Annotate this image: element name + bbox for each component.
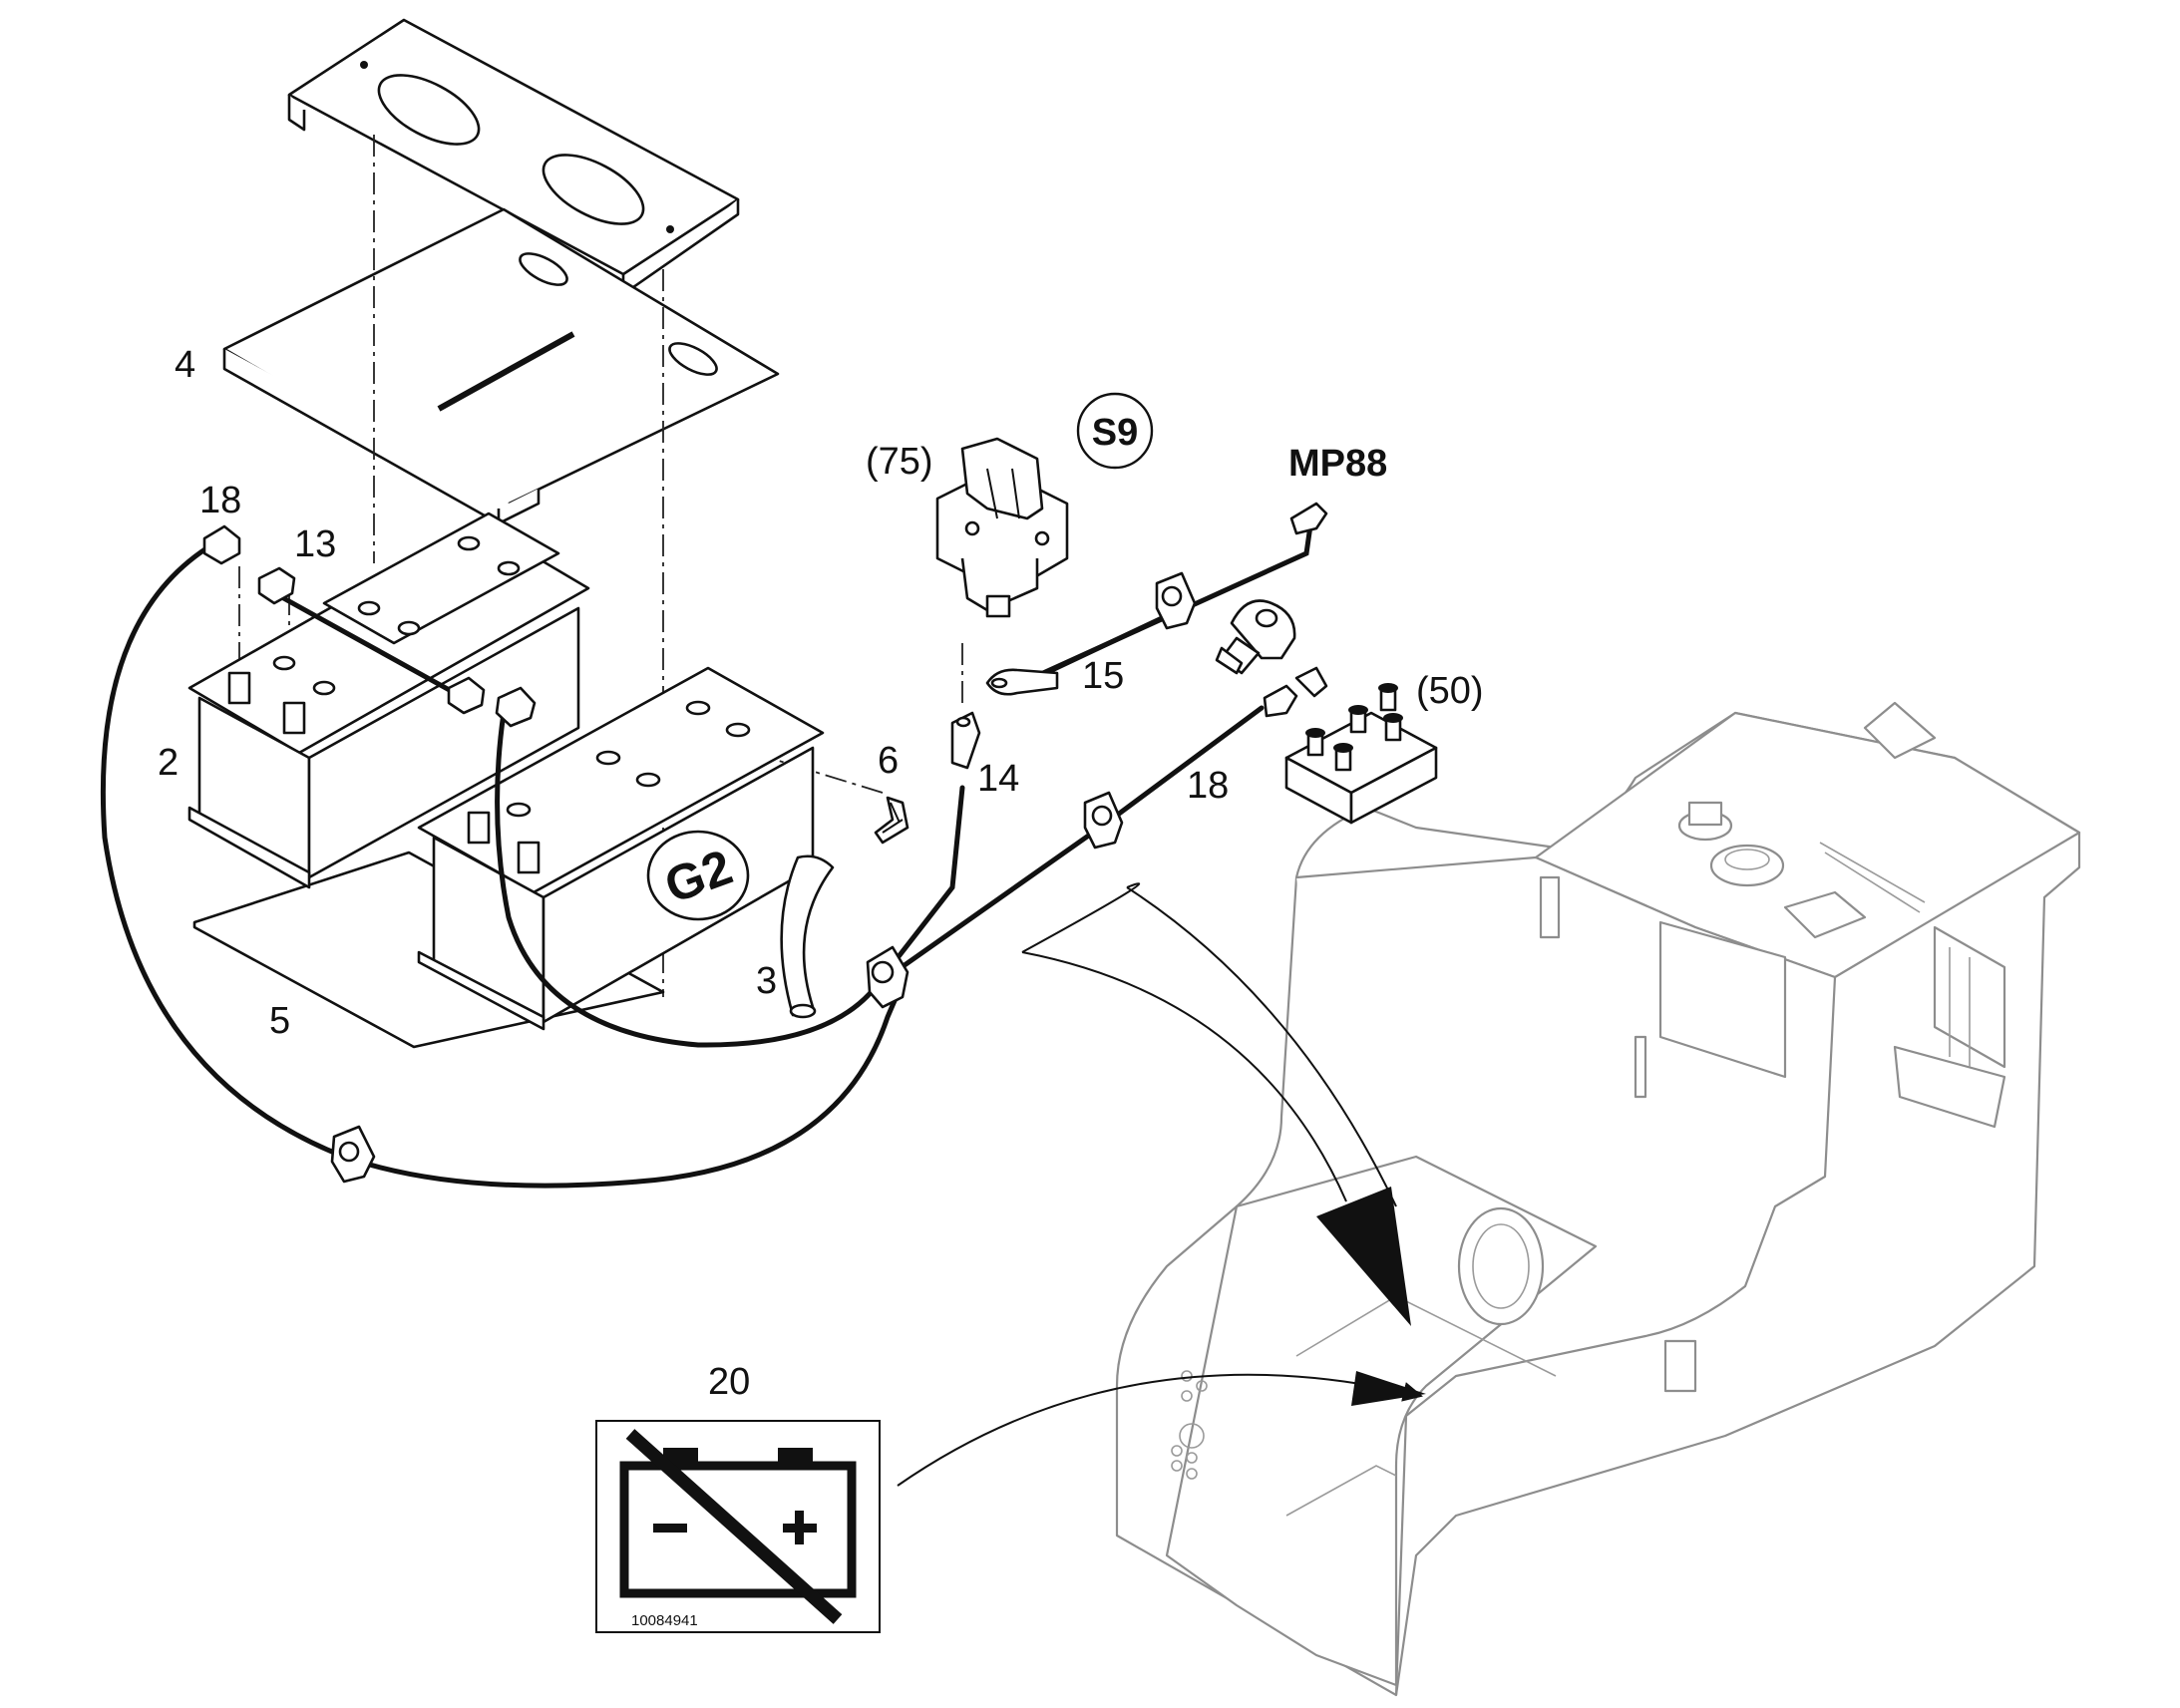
detail-callout-funnel	[1021, 882, 1411, 1326]
callout-base-plate: 5	[269, 1000, 290, 1042]
callout-switch-cable: 15	[1082, 655, 1124, 697]
callout-terminal-clamp: 18	[199, 480, 241, 521]
disconnect-switch	[935, 437, 1069, 618]
hose-elbow	[874, 796, 909, 845]
warning-sticker: 10084941	[595, 1420, 881, 1633]
callout-labels: 4 2 5 18 13 3 6 14 15 18 20 (75) (50) MP…	[158, 344, 1484, 1403]
callout-relay: (50)	[1416, 670, 1484, 712]
callout-hose: 3	[756, 960, 777, 1002]
relay-plug	[1215, 599, 1296, 675]
hose	[780, 854, 835, 1019]
callout-cover-plate: 4	[175, 344, 195, 386]
relay-block	[1284, 683, 1438, 825]
callout-warning-sticker: 20	[708, 1361, 750, 1403]
sticker-part-number: 10084941	[631, 1612, 698, 1629]
callout-measuring-point: MP88	[1288, 443, 1387, 485]
callout-battery: 2	[158, 742, 179, 784]
cable-lugs	[950, 502, 1328, 770]
plus-sign-v	[795, 1511, 804, 1544]
callout-hose-elbow: 6	[878, 740, 899, 782]
battery-right: G2	[417, 666, 825, 1031]
switch-symbol-circle	[1076, 392, 1154, 470]
callout-disconnect-switch: (75)	[866, 441, 933, 483]
switch-symbol-label: S9	[1092, 412, 1138, 454]
callout-ground-cable: 14	[977, 758, 1019, 800]
callout-battery-bridge: 13	[294, 523, 336, 565]
minus-sign	[653, 1524, 687, 1533]
sticker-leader-arrow	[897, 1373, 1423, 1487]
cable-clamps	[330, 571, 1197, 1184]
terminal-clamps	[202, 524, 537, 728]
sticker-leader-arrowhead	[1351, 1371, 1426, 1406]
callout-starter-cable: 18	[1187, 765, 1229, 807]
battery-left	[187, 512, 590, 889]
cover-plate	[222, 207, 780, 525]
machine-frame	[1115, 701, 2081, 1697]
